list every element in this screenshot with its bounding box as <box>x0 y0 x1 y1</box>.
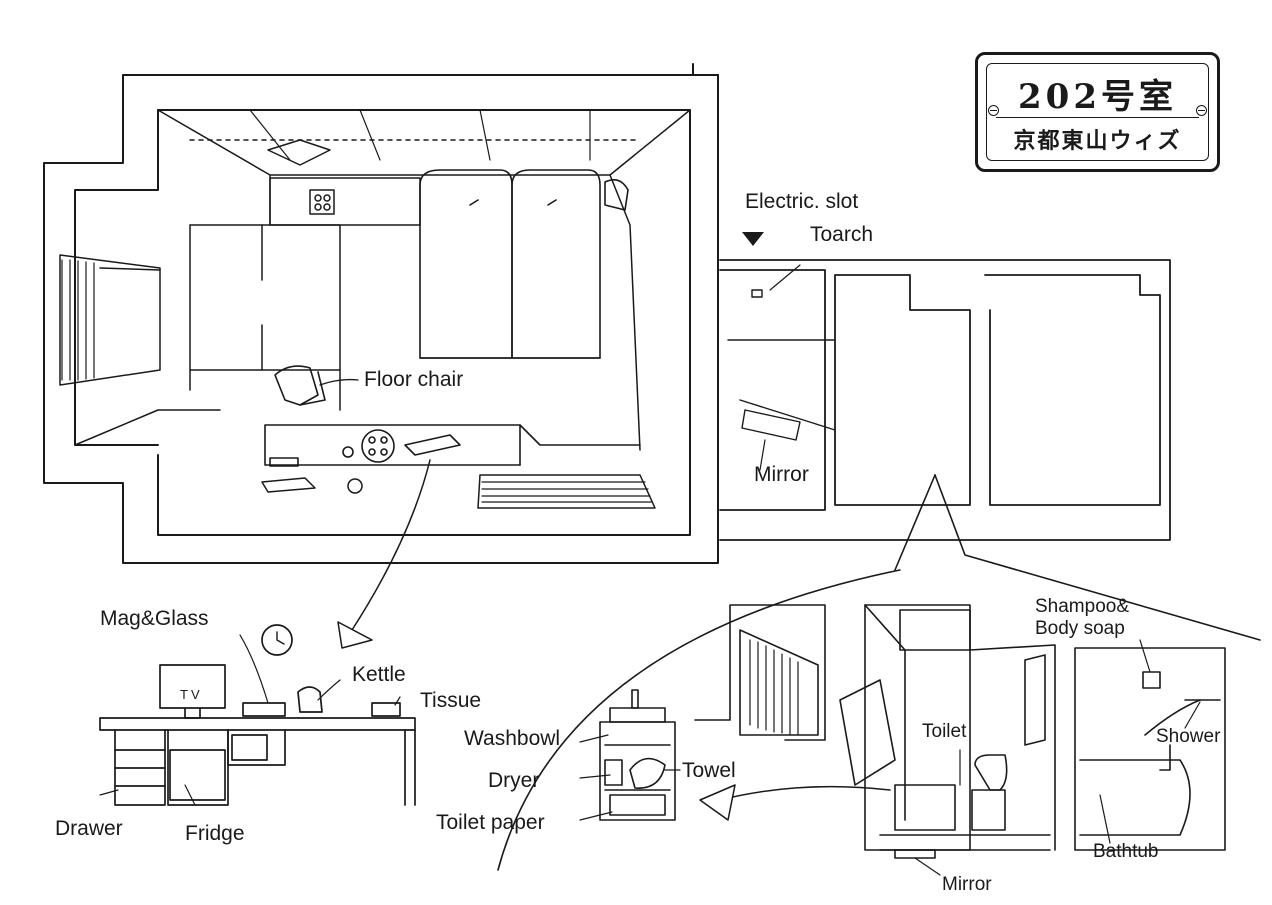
desk-elevation <box>99 624 416 806</box>
closet <box>189 224 341 411</box>
label-body-soap: Body soap <box>1035 618 1125 639</box>
main-window <box>59 254 221 446</box>
label-toarch: Toarch <box>810 223 874 246</box>
room-number: 202号室 <box>1018 77 1177 117</box>
leader-lines <box>99 439 1201 876</box>
label-mirror-bath: Mirror <box>942 874 992 895</box>
bath-rooms <box>694 604 1226 859</box>
beds <box>419 169 629 359</box>
label-floor-chair: Floor chair <box>364 368 464 391</box>
label-mag-glass: Mag&Glass <box>100 607 209 630</box>
label-toilet: Toilet <box>922 721 967 742</box>
zoom-arc <box>497 569 901 871</box>
plate-divider <box>996 117 1199 118</box>
desk-counter <box>264 424 641 467</box>
property-name: 京都東山ウィズ <box>1013 128 1182 154</box>
floor-items <box>261 474 656 509</box>
wardrobe <box>269 177 421 226</box>
label-mirror-entrance: Mirror <box>754 463 809 486</box>
label-tv: TV <box>180 687 203 702</box>
floor-chair-icon <box>274 365 326 406</box>
pointer-triangle-icon <box>742 232 764 246</box>
label-towel: Towel <box>682 759 736 782</box>
label-drawer: Drawer <box>55 817 123 840</box>
label-shower: Shower <box>1156 726 1221 747</box>
ceiling <box>157 109 691 451</box>
label-kettle: Kettle <box>352 663 406 686</box>
entrance-walls <box>719 259 1171 541</box>
plate-border <box>986 63 1209 161</box>
label-toilet-paper: Toilet paper <box>436 811 545 834</box>
label-fridge: Fridge <box>185 822 245 845</box>
screw-icon <box>988 105 999 116</box>
label-tissue: Tissue <box>420 689 482 712</box>
screw-icon <box>1196 105 1207 116</box>
label-shampoo: Shampoo& <box>1035 596 1130 617</box>
bath-arrow <box>699 784 891 821</box>
desk-arrow <box>337 459 431 649</box>
label-washbowl: Washbowl <box>464 727 561 750</box>
main-room-walls <box>43 63 719 564</box>
label-dryer: Dryer <box>488 769 540 792</box>
room-number-plate: 202号室 京都東山ウィズ <box>975 52 1220 172</box>
label-bathtub: Bathtub <box>1093 841 1159 862</box>
label-electric-slot: Electric. slot <box>745 190 859 213</box>
washbowl-cabinet <box>599 689 676 821</box>
